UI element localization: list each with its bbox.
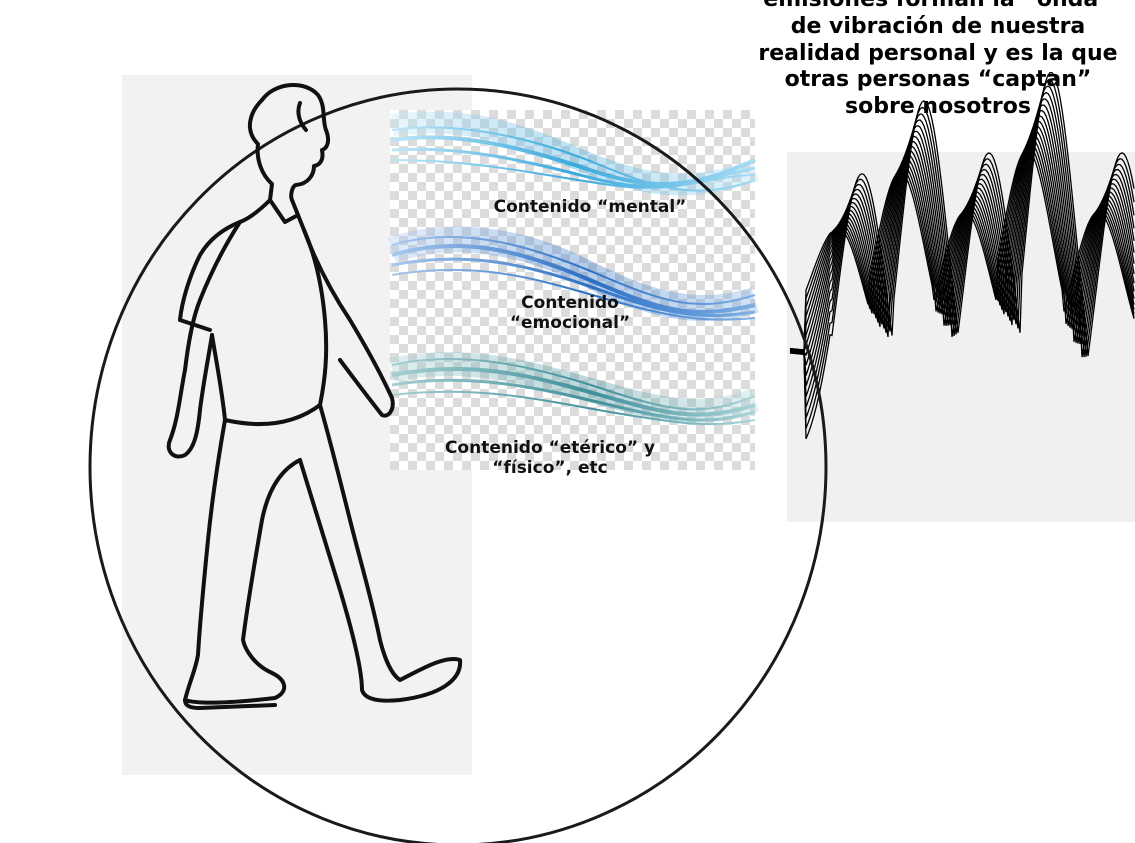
label-emocional-line1: Contenido [521, 293, 619, 313]
headline-line3: realidad personal y es la que [758, 40, 1118, 66]
label-emocional: Contenido “emocional” [480, 293, 660, 334]
label-mental: Contenido “mental” [493, 197, 687, 217]
headline-line1: emisiones forman la “onda” [748, 0, 1128, 14]
label-eterico: Contenido “etérico” y “físico”, etc [410, 438, 690, 479]
headline-line4: otras personas “captan” [784, 67, 1092, 93]
eterico-wave [389, 351, 760, 426]
vibration-wave-line [789, 71, 1135, 440]
headline-line5: sobre nosotros [845, 94, 1031, 120]
label-emocional-line2: “emocional” [509, 313, 631, 334]
vibration-wave-line [789, 85, 1135, 419]
emocional-wave [387, 226, 759, 322]
label-eterico-line1: Contenido “etérico” y [444, 438, 656, 458]
vibration-wave-line [789, 78, 1135, 429]
label-eterico-line2: “físico”, etc [492, 458, 608, 479]
headline-text: emisiones forman la “onda” de vibración … [748, 0, 1128, 121]
headline-line2: de vibración de nuestra [790, 13, 1086, 39]
